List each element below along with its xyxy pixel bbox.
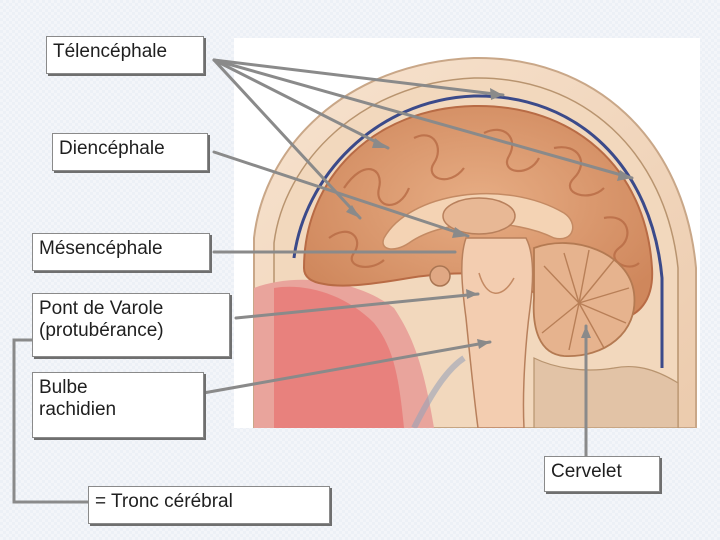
label-cervelet: Cervelet — [544, 456, 660, 492]
label-bulbe-text: Bulbe rachidien — [39, 377, 117, 420]
label-diencephale-text: Diencéphale — [59, 138, 165, 159]
label-tronc-text: = Tronc cérébral — [95, 491, 233, 512]
label-diencephale: Diencéphale — [52, 133, 208, 171]
label-mesencephale-text: Mésencéphale — [39, 238, 163, 259]
label-mesencephale: Mésencéphale — [32, 233, 210, 271]
label-bulbe-rachidien: Bulbe rachidien — [32, 372, 204, 438]
label-telencephale-text: Télencéphale — [53, 41, 168, 62]
label-pont-de-varole: Pont de Varole (protubérance) — [32, 293, 230, 357]
label-tronc-cerebral: = Tronc cérébral — [88, 486, 330, 524]
label-cervelet-text: Cervelet — [551, 461, 622, 482]
brain-sagittal-illustration — [234, 38, 700, 428]
label-pont-text: Pont de Varole (protubérance) — [39, 298, 164, 341]
label-telencephale: Télencéphale — [46, 36, 204, 74]
